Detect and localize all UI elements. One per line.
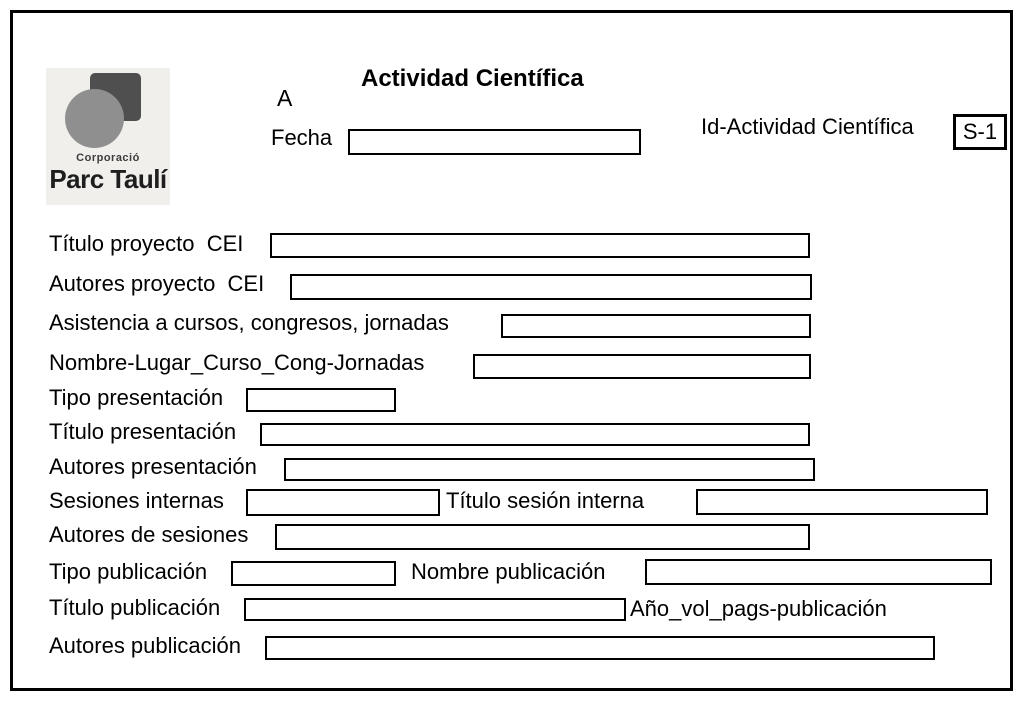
parc-tauli-logo: Corporació Parc Taulí: [46, 68, 170, 205]
titulo-publicacion-input[interactable]: [244, 598, 626, 621]
page-title: Actividad Científica: [361, 65, 584, 92]
nombre-publicacion-label: Nombre publicación: [411, 559, 606, 584]
autores-proyecto-cei-input[interactable]: [290, 274, 812, 300]
tipo-publicacion-label: Tipo publicación: [49, 559, 208, 584]
form-border: Corporació Parc Taulí A Actividad Cientí…: [10, 10, 1013, 691]
titulo-proyecto-cei-label: Título proyecto CEI: [49, 231, 244, 256]
logo-corporacio-text: Corporació: [76, 152, 140, 164]
nombre-lugar-input[interactable]: [473, 354, 811, 379]
nombre-publicacion-input[interactable]: [645, 559, 992, 585]
tipo-presentacion-label: Tipo presentación: [49, 385, 224, 410]
id-actividad-label: Id-Actividad Científica: [701, 114, 914, 139]
autores-proyecto-cei-label: Autores proyecto CEI: [49, 271, 265, 296]
titulo-sesion-interna-input[interactable]: [696, 489, 988, 515]
logo-parc-tauli-text: Parc Taulí: [49, 164, 167, 194]
fecha-label: Fecha: [271, 125, 333, 150]
logo-circle-icon: [65, 89, 124, 148]
titulo-sesion-interna-label: Título sesión interna: [446, 488, 645, 513]
autores-publicacion-input[interactable]: [265, 636, 935, 660]
titulo-presentacion-label: Título presentación: [49, 419, 237, 444]
autores-sesiones-input[interactable]: [275, 524, 810, 550]
ano-vol-pags-label: Año_vol_pags-publicación: [630, 596, 887, 621]
tipo-presentacion-input[interactable]: [246, 388, 396, 412]
id-actividad-value-box: S-1: [953, 114, 1007, 150]
titulo-publicacion-label: Título publicación: [49, 595, 221, 620]
sesiones-internas-input[interactable]: [246, 489, 440, 516]
autores-publicacion-label: Autores publicación: [49, 633, 242, 658]
fecha-input[interactable]: [348, 129, 641, 155]
titulo-proyecto-cei-input[interactable]: [270, 233, 810, 258]
autores-presentacion-input[interactable]: [284, 458, 815, 481]
nombre-lugar-label: Nombre-Lugar_Curso_Cong-Jornadas: [49, 350, 425, 375]
sesiones-internas-label: Sesiones internas: [49, 488, 224, 513]
tipo-publicacion-input[interactable]: [231, 561, 396, 586]
section-letter: A: [277, 85, 293, 111]
titulo-presentacion-input[interactable]: [260, 423, 810, 446]
asistencia-label: Asistencia a cursos, congresos, jornadas: [49, 310, 449, 335]
asistencia-input[interactable]: [501, 314, 811, 338]
autores-sesiones-label: Autores de sesiones: [49, 522, 249, 547]
autores-presentacion-label: Autores presentación: [49, 454, 257, 479]
